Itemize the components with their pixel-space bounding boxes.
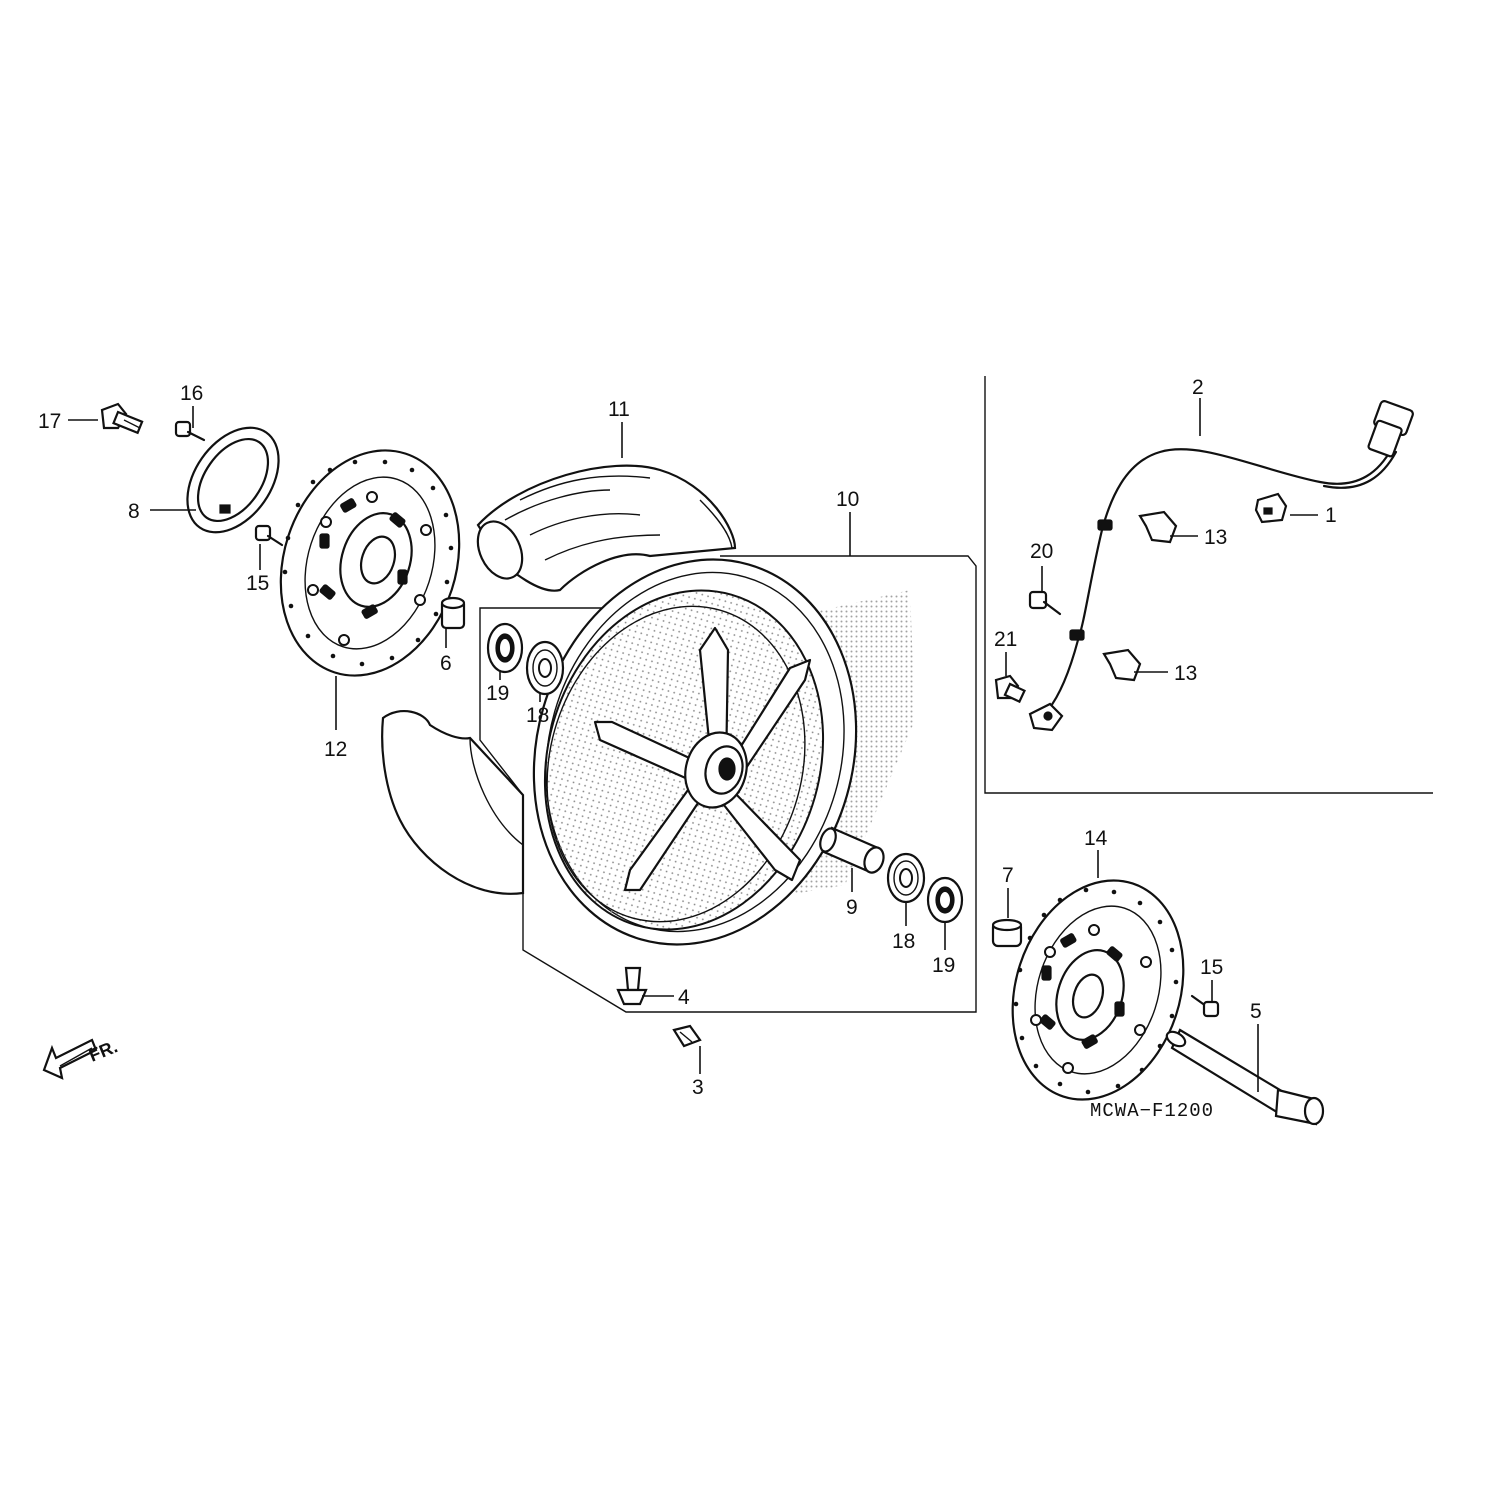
callout-6: 6 — [440, 652, 452, 675]
rotor-bolt-15-right — [1190, 994, 1220, 1018]
dust-seal-19-left — [486, 622, 524, 674]
callout-1: 1 — [1325, 504, 1337, 527]
front-direction-arrow-icon — [42, 1038, 98, 1080]
bearing-18-right — [886, 852, 926, 904]
callout-9: 9 — [846, 896, 858, 919]
flange-bolt-17 — [100, 402, 144, 435]
callout-15-left: 15 — [246, 572, 269, 595]
callout-3: 3 — [692, 1076, 704, 1099]
air-valve-4 — [616, 966, 648, 1006]
bolt-21 — [994, 674, 1026, 704]
callout-18-left: 18 — [526, 704, 549, 727]
bolt-20 — [1028, 590, 1062, 616]
callout-12: 12 — [324, 738, 347, 761]
spacer-6 — [440, 596, 466, 630]
cast-wheel-10 — [532, 558, 915, 946]
callout-21: 21 — [994, 628, 1017, 651]
leader-lines — [68, 398, 1318, 1092]
front-axle-5 — [1165, 1028, 1325, 1126]
callout-13-lower: 13 — [1174, 662, 1197, 685]
callout-14: 14 — [1084, 827, 1108, 850]
tire-lower-half — [381, 709, 525, 895]
pulser-ring-8 — [186, 426, 280, 534]
callout-11: 11 — [608, 398, 630, 421]
callout-7: 7 — [1002, 864, 1014, 887]
diagram-code: MCWA−F1200 — [1090, 1100, 1214, 1122]
callout-labels: 1 2 3 4 5 6 7 8 9 10 11 12 13 13 14 15 1… — [38, 376, 1337, 1099]
clamp-13-lower — [1102, 648, 1142, 682]
rotor-bolt-15-left — [254, 524, 284, 547]
callout-19-right: 19 — [932, 954, 955, 977]
callout-8: 8 — [128, 500, 140, 523]
callout-2: 2 — [1192, 376, 1204, 399]
distance-collar-9 — [819, 826, 885, 874]
bolt-16 — [174, 420, 206, 442]
brake-disc-14 — [1011, 879, 1185, 1101]
callout-13-upper: 13 — [1204, 526, 1227, 549]
clamp-13-upper — [1138, 510, 1178, 544]
dust-seal-19-right — [926, 876, 964, 924]
brake-disc-12 — [279, 449, 461, 677]
callout-17: 17 — [38, 410, 61, 433]
callout-18-right: 18 — [892, 930, 915, 953]
callout-19-left: 19 — [486, 682, 509, 705]
callout-15-right: 15 — [1200, 956, 1223, 979]
callout-4: 4 — [678, 986, 690, 1009]
callout-16: 16 — [180, 382, 203, 405]
bearing-18-left — [525, 640, 565, 696]
abs-sensor-inset-frame — [984, 376, 1433, 794]
balance-weight-3 — [672, 1024, 702, 1048]
callout-20: 20 — [1030, 540, 1053, 563]
side-collar-7 — [991, 918, 1023, 948]
callout-10: 10 — [836, 488, 859, 511]
abs-sensor-2 — [1028, 400, 1414, 732]
wheel-assembly-frame — [479, 555, 977, 1013]
clip-1 — [1254, 492, 1288, 524]
callout-5: 5 — [1250, 1000, 1262, 1023]
tire-11 — [476, 464, 737, 592]
